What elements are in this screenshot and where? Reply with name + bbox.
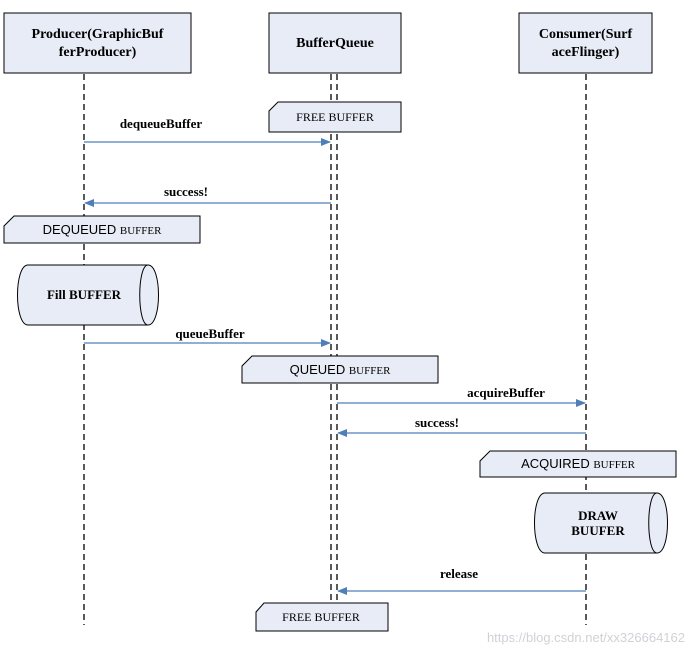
msg-dequeue-label: dequeueBuffer — [120, 116, 203, 131]
msg-acquire-label: acquireBuffer — [467, 385, 545, 400]
participant-consumer: Consumer(Surf aceFlinger) — [518, 12, 653, 74]
producer-title-line1: Producer(GraphicBuf — [32, 27, 164, 42]
action-fill-buffer: Fill BUFFER — [17, 264, 159, 326]
state-free-top-label: FREE BUFFER — [296, 110, 374, 124]
participant-producer: Producer(GraphicBuf ferProducer) — [3, 12, 192, 74]
state-acquired-suffix: BUFFER — [593, 459, 635, 471]
consumer-title-line1: Consumer(Surf — [539, 27, 633, 42]
watermark-url: https://blog.csdn.net/xx326664162 — [486, 630, 685, 645]
action-draw-line1: DRAW — [578, 508, 618, 523]
svg-text:QUEUED BUFFER: QUEUED BUFFER — [290, 362, 391, 377]
state-acquired-label: ACQUIRED — [521, 456, 593, 471]
state-free-buffer-bottom: FREE BUFFER — [255, 602, 389, 632]
action-draw-buffer: DRAW BUUFER — [534, 492, 668, 554]
state-dequeued-suffix: BUFFER — [120, 225, 162, 237]
svg-text:FREE BUFFER: FREE BUFFER — [282, 610, 360, 624]
action-fill-label: Fill BUFFER — [47, 287, 122, 302]
state-queued-suffix: BUFFER — [349, 365, 391, 377]
state-dequeued-label: DEQUEUED — [43, 222, 120, 237]
state-queued-buffer: QUEUED BUFFER — [241, 355, 439, 384]
state-acquired-buffer: ACQUIRED BUFFER — [479, 450, 677, 478]
queue-title: BufferQueue — [296, 36, 374, 51]
msg-release-label: release — [440, 566, 478, 581]
svg-text:ACQUIRED BUFFER: ACQUIRED BUFFER — [521, 456, 635, 471]
state-queued-label: QUEUED — [290, 362, 349, 377]
action-draw-line2: BUUFER — [571, 523, 625, 538]
producer-title-line2: ferProducer) — [59, 45, 137, 60]
svg-text:DEQUEUED BUFFER: DEQUEUED BUFFER — [43, 222, 163, 237]
state-free-bottom-label: FREE BUFFER — [282, 610, 360, 624]
msg-success2-label: success! — [415, 415, 459, 430]
msg-queue-label: queueBuffer — [175, 326, 245, 341]
consumer-title-line2: aceFlinger) — [552, 45, 620, 60]
msg-success1-label: success! — [164, 184, 208, 199]
participant-queue: BufferQueue — [268, 12, 402, 74]
state-free-buffer-top: FREE BUFFER — [268, 101, 402, 133]
state-dequeued-buffer: DEQUEUED BUFFER — [3, 215, 201, 244]
svg-text:FREE BUFFER: FREE BUFFER — [296, 110, 374, 124]
